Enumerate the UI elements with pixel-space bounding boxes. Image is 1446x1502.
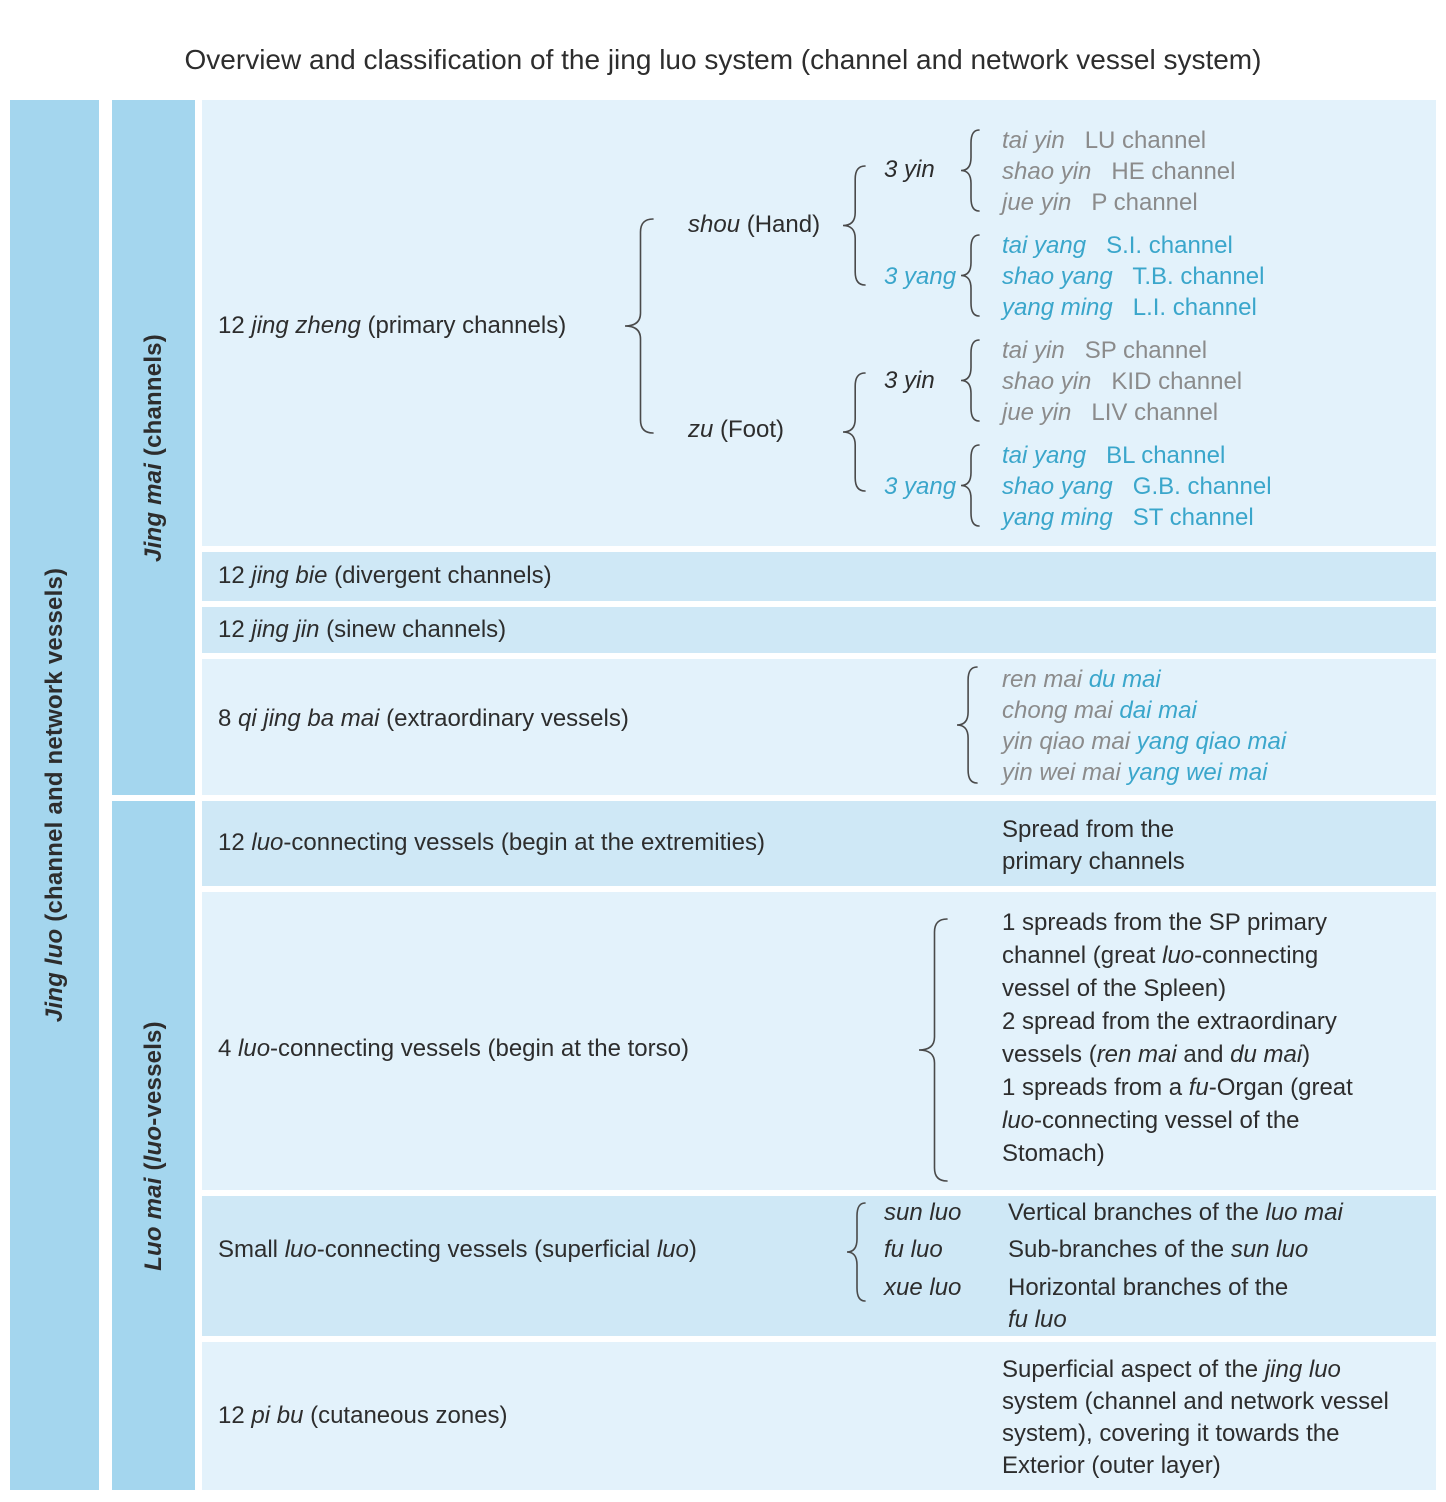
luo-12-label: 12 luo-connecting vessels (begin at the … [218, 829, 765, 856]
fu-luo-desc: Sub-branches of the sun luo [1008, 1236, 1309, 1263]
luo-4-paragraph: 1 spreads from the SP primary channel (g… [1002, 909, 1328, 1002]
pi-bu-label: 12 pi bu (cutaneous zones) [218, 1402, 508, 1429]
row-qi-jing-ba-mai [202, 659, 1436, 795]
row-luo-12 [202, 801, 1436, 886]
extraordinary-vessels-list: ren mai du mai chong mai dai mai yin qia… [1002, 664, 1286, 788]
channel-item: yang ming ST channel [1002, 504, 1254, 531]
jing-bie-label: 12 jing bie (divergent channels) [218, 562, 552, 589]
xue-luo-desc: Horizontal branches of the fu luo [1008, 1274, 1289, 1333]
sun-luo-desc: Vertical branches of the luo mai [1008, 1199, 1343, 1226]
sidebar-luo-mai-label: Luo mai (luo-vessels) [139, 1020, 167, 1271]
brace-shou [842, 165, 866, 286]
luo-4-label: 4 luo-connecting vessels (begin at the t… [218, 1035, 689, 1062]
brace-luo-4 [918, 918, 948, 1182]
brace-hand-yin [960, 129, 980, 212]
row-jing-bie [202, 552, 1436, 601]
foot-yang-channel-list: tai yang BL channel shao yang G.B. chann… [1002, 440, 1272, 533]
sun-luo-label: sun luo [884, 1199, 962, 1226]
hand-yang-channel-list: tai yang S.I. channel shao yang T.B. cha… [1002, 230, 1264, 323]
sidebar-jing-mai: Jing mai (channels) [112, 100, 195, 795]
brace-foot-yang [960, 444, 980, 527]
figure-title: Overview and classification of the jing … [184, 44, 1262, 75]
vessel-pair-item: ren mai du mai [1002, 666, 1161, 693]
luo-12-note: Spread from the primary channels [1002, 816, 1185, 875]
brace-hand-yang [960, 234, 980, 317]
brace-small-luo [846, 1202, 866, 1302]
brace-extraordinary-vessels [956, 666, 978, 784]
small-luo-label: Small luo-connecting vessels (superficia… [218, 1236, 697, 1263]
qi-jing-ba-mai-label: 8 qi jing ba mai (extraordinary vessels) [218, 705, 629, 732]
sidebar-jing-mai-label: Jing mai (channels) [139, 333, 167, 562]
row-small-luo [202, 1196, 1436, 1336]
row-luo-4 [202, 892, 1436, 1190]
brace-primary-channels [624, 218, 654, 434]
channel-item: tai yin SP channel [1002, 337, 1208, 364]
vessel-pair-item: chong mai dai mai [1002, 697, 1197, 724]
channel-item: shao yang G.B. channel [1002, 473, 1272, 500]
channel-item: yang ming L.I. channel [1002, 294, 1257, 321]
zu-foot-label: zu (Foot) [688, 416, 785, 443]
luo-4-note: 1 spreads from the SP primary channel (g… [1002, 906, 1392, 1170]
channel-item: shao yin KID channel [1002, 368, 1243, 395]
pi-bu-note: Superficial aspect of the jing luo syste… [1002, 1356, 1389, 1479]
sidebar-jing-luo-label: Jing luo (channel and network vessels) [40, 567, 68, 1023]
foot-3-yin-label: 3 yin [884, 367, 935, 394]
hand-3-yang-label: 3 yang [884, 263, 957, 290]
vessel-pair-item: yin wei mai yang wei mai [1002, 759, 1268, 786]
channel-item: tai yin LU channel [1002, 127, 1207, 154]
jing-zheng-label: 12 jing zheng (primary channels) [218, 312, 567, 339]
luo-4-paragraph: 2 spread from the extraordinary vessels … [1002, 1008, 1337, 1068]
sidebar-luo-mai: Luo mai (luo-vessels) [112, 801, 195, 1490]
channel-item: jue yin P channel [1002, 189, 1198, 216]
channel-item: tai yang S.I. channel [1002, 232, 1233, 259]
channel-item: shao yang T.B. channel [1002, 263, 1265, 290]
hand-3-yin-label: 3 yin [884, 156, 935, 183]
foot-3-yang-label: 3 yang [884, 473, 957, 500]
row-pi-bu [202, 1342, 1436, 1490]
foot-yin-channel-list: tai yin SP channel shao yin KID channel … [1002, 335, 1242, 428]
jing-jin-label: 12 jing jin (sinew channels) [218, 616, 507, 643]
hand-yin-channel-list: tai yin LU channel shao yin HE channel j… [1002, 125, 1235, 218]
brace-foot-yin [960, 339, 980, 422]
brace-zu [842, 372, 866, 492]
shou-hand-label: shou (Hand) [688, 211, 821, 238]
channel-item: tai yang BL channel [1002, 442, 1226, 469]
xue-luo-label: xue luo [884, 1274, 962, 1301]
sidebar-jing-luo: Jing luo (channel and network vessels) [10, 100, 99, 1490]
row-jing-jin [202, 607, 1436, 653]
fu-luo-label: fu luo [884, 1236, 943, 1263]
luo-4-paragraph: 1 spreads from a fu-Organ (great luo-con… [1002, 1074, 1353, 1167]
vessel-pair-item: yin qiao mai yang qiao mai [1002, 728, 1287, 755]
channel-item: jue yin LIV channel [1002, 399, 1219, 426]
row-jing-zheng [202, 100, 1436, 546]
channel-item: shao yin HE channel [1002, 158, 1236, 185]
